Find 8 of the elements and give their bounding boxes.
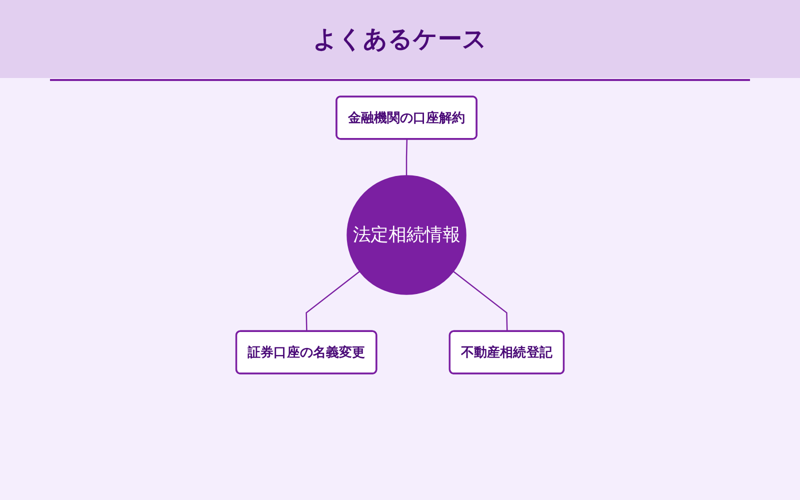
case-box: 証券口座の名義変更 xyxy=(235,330,378,374)
connector-line xyxy=(406,139,408,176)
connector-line xyxy=(453,270,508,332)
case-box: 金融機関の口座解約 xyxy=(336,96,478,140)
connector-line xyxy=(306,270,360,332)
case-box: 不動産相続登記 xyxy=(448,330,565,374)
topic-circle: 法定相続情報 xyxy=(346,175,466,295)
title: よくあるケース xyxy=(313,24,487,55)
